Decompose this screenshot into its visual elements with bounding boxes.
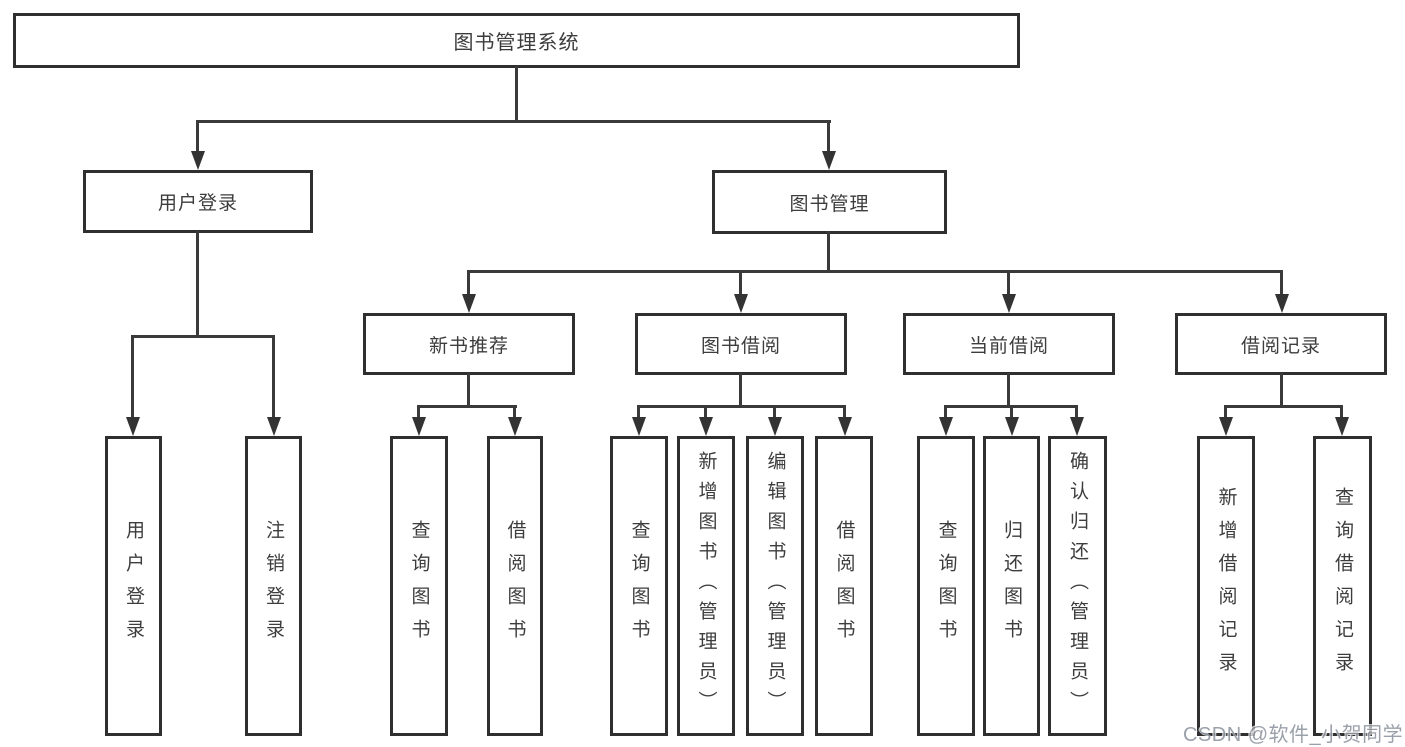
arrowhead-down-icon [126, 417, 140, 436]
connector-line [467, 270, 470, 296]
leaf-add-borrow-record: 新增借阅记录 [1197, 436, 1255, 736]
leaf-borrow-books: 借阅图书 [815, 436, 873, 736]
connector-line [515, 66, 518, 123]
connector-line [1007, 373, 1010, 408]
leaf-query-books-recommend: 查询图书 [390, 436, 448, 736]
arrowhead-down-icon [462, 294, 476, 313]
arrowhead-down-icon [822, 151, 836, 170]
leaf-query-books-current: 查询图书 [917, 436, 975, 736]
connector-line [272, 335, 275, 419]
connector-line [1340, 405, 1343, 419]
connector-line [131, 335, 275, 338]
leaf-confirm-return-admin: 确认归还（管理员） [1048, 436, 1107, 736]
arrowhead-down-icon [939, 417, 953, 436]
node-current-borrowing: 当前借阅 [903, 313, 1115, 375]
connector-line [131, 335, 134, 419]
node-library-management-system: 图书管理系统 [13, 13, 1020, 68]
leaf-borrow-books-recommend: 借阅图书 [487, 436, 543, 736]
arrowhead-down-icon [1275, 294, 1289, 313]
arrowhead-down-icon [1002, 294, 1016, 313]
leaf-query-borrow-record: 查询借阅记录 [1313, 436, 1372, 736]
connector-line [467, 373, 470, 408]
connector-line [637, 405, 640, 419]
connector-line [196, 120, 199, 153]
leaf-add-books-admin: 新增图书（管理员） [677, 436, 735, 736]
connector-line [827, 231, 830, 273]
leaf-user-login: 用户登录 [105, 436, 162, 736]
connector-line [513, 405, 516, 419]
connector-line [1007, 270, 1010, 296]
connector-line [773, 405, 776, 419]
node-book-management: 图书管理 [712, 170, 947, 234]
arrowhead-down-icon [734, 294, 748, 313]
arrowhead-down-icon [412, 417, 426, 436]
arrowhead-down-icon [1005, 417, 1019, 436]
leaf-return-books: 归还图书 [983, 436, 1040, 736]
node-new-book-recommendation: 新书推荐 [363, 313, 575, 375]
connector-line [704, 405, 707, 419]
leaf-logout: 注销登录 [245, 436, 302, 736]
connector-line [417, 405, 517, 408]
node-book-borrowing: 图书借阅 [635, 313, 847, 375]
arrowhead-down-icon [1335, 417, 1349, 436]
node-user-login: 用户登录 [83, 170, 313, 233]
connector-line [739, 270, 742, 296]
arrowhead-down-icon [838, 417, 852, 436]
arrowhead-down-icon [508, 417, 522, 436]
arrowhead-down-icon [768, 417, 782, 436]
connector-line [1224, 405, 1227, 419]
connector-line [196, 120, 831, 123]
csdn-watermark: CSDN @软件_小贺同学 [1183, 724, 1404, 746]
arrowhead-down-icon [1219, 417, 1233, 436]
arrowhead-down-icon [191, 151, 205, 170]
node-borrowing-records: 借阅记录 [1175, 313, 1387, 375]
arrowhead-down-icon [267, 417, 281, 436]
connector-line [417, 405, 420, 419]
connector-line [1010, 405, 1013, 419]
arrowhead-down-icon [1070, 417, 1084, 436]
connector-line [467, 270, 1283, 273]
leaf-edit-books-admin: 编辑图书（管理员） [746, 436, 804, 736]
connector-line [1224, 405, 1343, 408]
connector-line [944, 405, 947, 419]
connector-line [739, 373, 742, 408]
connector-line [827, 120, 830, 153]
arrowhead-down-icon [699, 417, 713, 436]
connector-line [196, 231, 199, 338]
connector-line [1280, 270, 1283, 296]
connector-line [1075, 405, 1078, 419]
connector-line [843, 405, 846, 419]
connector-line [637, 405, 846, 408]
arrowhead-down-icon [632, 417, 646, 436]
connector-line [1280, 373, 1283, 408]
leaf-query-books-borrowing: 查询图书 [610, 436, 668, 736]
